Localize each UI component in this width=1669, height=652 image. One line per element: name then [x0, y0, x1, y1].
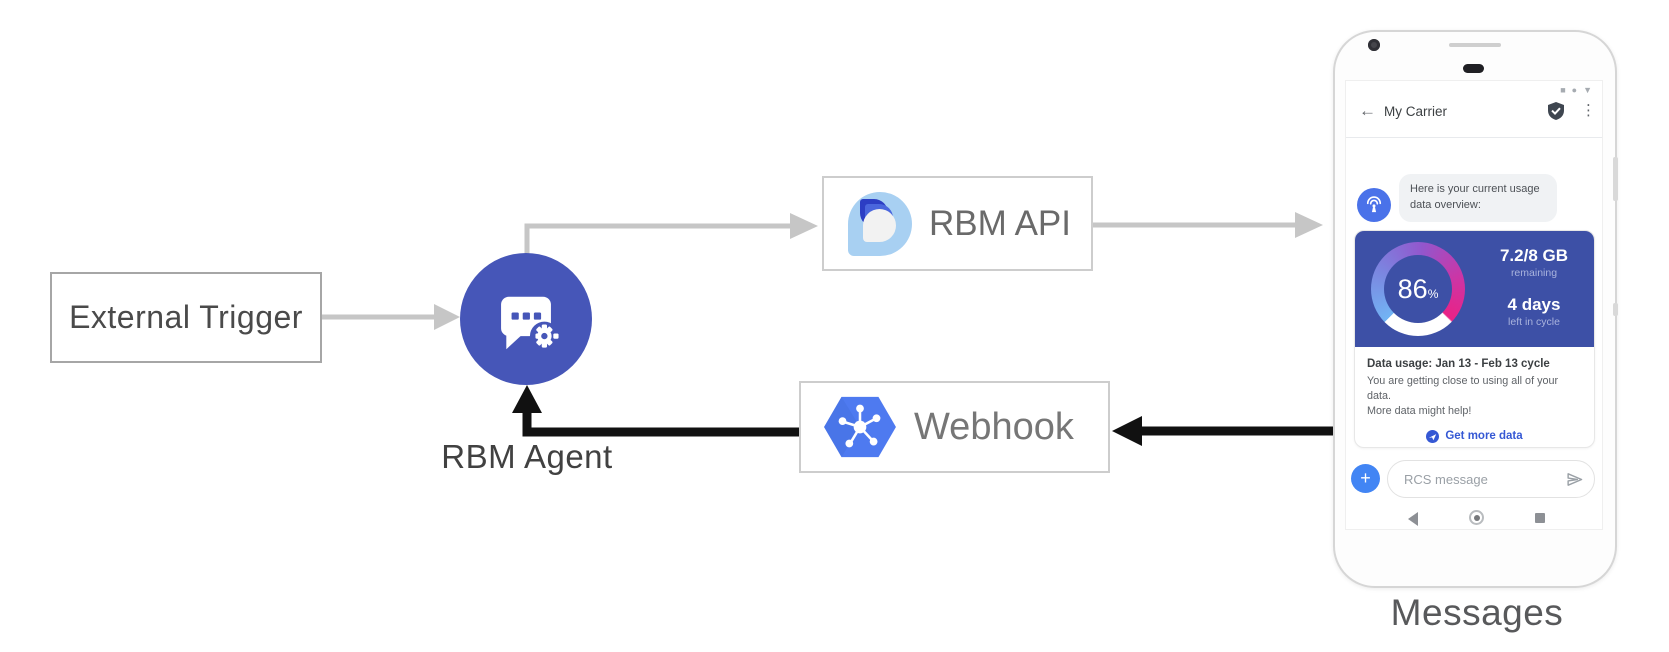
arrow-api-to-phone — [1093, 212, 1323, 238]
front-camera — [1368, 39, 1380, 51]
status-dot-icon: ● — [1571, 85, 1578, 95]
data-remaining-value: 7.2/8 GB — [1499, 246, 1569, 265]
usage-card-title: Data usage: Jan 13 - Feb 13 cycle — [1367, 358, 1550, 370]
usage-stats: 7.2/8 GB remaining 4 days left in cycle — [1481, 246, 1587, 328]
external-trigger-label: External Trigger — [69, 299, 303, 335]
webhook-label: Webhook — [914, 405, 1074, 448]
speaker-slot — [1449, 43, 1501, 47]
arrow-phone-to-webhook — [1112, 416, 1334, 446]
header-divider — [1346, 137, 1602, 138]
earpiece — [1463, 64, 1484, 73]
volume-button — [1613, 303, 1618, 316]
attach-plus-button[interactable]: + — [1351, 464, 1380, 493]
broadcast-antenna-icon — [1366, 196, 1382, 213]
messages-caption: Messages — [1390, 592, 1564, 633]
kebab-menu-icon[interactable]: ⋮ — [1581, 102, 1596, 119]
days-left-label: left in cycle — [1508, 316, 1560, 328]
phone-mockup: ■ ● ▼ ← My Carrier ⋮ Here is your cu — [1333, 30, 1618, 588]
usage-percent: 86 — [1397, 273, 1428, 304]
android-recents-button[interactable] — [1535, 513, 1545, 523]
rbm-agent-node — [460, 253, 592, 385]
external-trigger-node: External Trigger — [50, 272, 322, 363]
status-bar: ■ ● ▼ — [1560, 85, 1592, 95]
rbm-api-node: RBM API — [822, 176, 1093, 271]
arrow-agent-to-api — [524, 213, 818, 254]
webhook-node: Webhook — [799, 381, 1110, 473]
rbm-api-label: RBM API — [929, 203, 1071, 243]
usage-card: 86 % 7.2/8 GB remaining 4 days left in c… — [1354, 230, 1595, 448]
android-back-button[interactable] — [1408, 512, 1418, 526]
get-more-data-button[interactable]: Get more data — [1367, 429, 1582, 443]
incoming-message-bubble: Here is your current usage data overview… — [1399, 174, 1557, 222]
usage-card-body: You are getting close to using all of yo… — [1367, 375, 1559, 417]
power-button — [1613, 157, 1618, 201]
cloud-hexagon-hub-icon — [824, 396, 896, 458]
status-square-icon: ■ — [1560, 85, 1566, 95]
usage-gauge: 86 % — [1371, 242, 1465, 336]
back-arrow-icon[interactable]: ← — [1359, 101, 1376, 120]
rcs-message-input[interactable] — [1404, 470, 1554, 488]
conversation-title: My Carrier — [1384, 104, 1447, 119]
usage-percent-unit: % — [1427, 287, 1439, 301]
arrow-webhook-to-agent — [512, 385, 800, 437]
rbm-api-logo-icon — [848, 191, 912, 256]
usage-card-details: Data usage: Jan 13 - Feb 13 cycle You ar… — [1355, 347, 1594, 443]
phone-screen: ■ ● ▼ ← My Carrier ⋮ Here is your cu — [1345, 80, 1603, 530]
verified-shield-icon — [1548, 102, 1564, 120]
usage-card-gauge-panel: 86 % 7.2/8 GB remaining 4 days left in c… — [1355, 231, 1594, 347]
android-home-button[interactable] — [1469, 510, 1484, 525]
gear-icon — [529, 321, 559, 351]
rbm-agent-label: RBM Agent — [441, 438, 613, 475]
days-left-value: 4 days — [1507, 295, 1561, 314]
globe-icon — [1426, 429, 1440, 443]
arrow-external-to-agent — [322, 304, 460, 330]
status-triangle-icon: ▼ — [1583, 85, 1592, 95]
data-remaining-label: remaining — [1510, 267, 1558, 279]
agent-avatar — [1357, 188, 1391, 222]
compose-field[interactable] — [1387, 460, 1595, 498]
chat-gear-icon — [501, 296, 559, 351]
send-icon[interactable] — [1566, 471, 1583, 488]
